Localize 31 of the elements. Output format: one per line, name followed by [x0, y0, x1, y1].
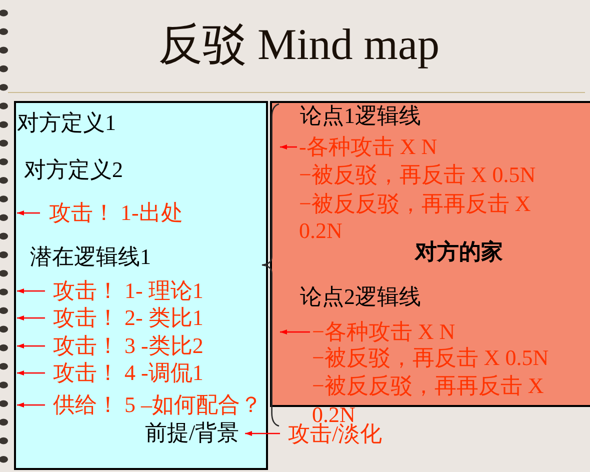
bullet-text: −各种攻击 X N — [312, 320, 456, 344]
arrow — [17, 288, 45, 294]
arrow — [245, 431, 280, 436]
item-text: 攻击！ 1-出处 — [49, 201, 183, 225]
curly-bracket — [261, 103, 279, 427]
item-text: 对方定义1 — [17, 111, 116, 135]
bullet-text: -各种攻击 X N — [299, 135, 438, 159]
item-text: 潜在逻辑线1 — [30, 245, 151, 269]
subheading: 论点2逻辑线 — [300, 285, 421, 309]
item-text: 供给！ 5 –如何配合？ — [53, 393, 262, 417]
subheading: 论点1逻辑线 — [300, 104, 421, 128]
arrow — [17, 402, 45, 408]
arrow — [280, 144, 297, 150]
bullet-text: −被反驳，再反击 X 0.5N — [299, 163, 536, 187]
arrow — [17, 316, 45, 320]
item-text: 攻击！ 3 -类比2 — [53, 334, 204, 358]
item-text: 前提/背景 — [145, 421, 240, 445]
arrow — [17, 344, 45, 348]
panel — [14, 101, 268, 470]
title: 反驳 Mind map — [158, 19, 440, 71]
arrow — [17, 370, 45, 376]
note-text: 攻击/淡化 — [288, 422, 382, 446]
item-text: 攻击！ 4 -调侃1 — [53, 361, 204, 385]
item-text: 对方定义2 — [24, 158, 123, 182]
panel-heading: 对方的家 — [415, 240, 503, 264]
item-text: 攻击！ 1- 理论1 — [53, 279, 204, 303]
arrow — [280, 330, 310, 334]
item-text: 攻击！ 2- 类比1 — [53, 306, 204, 330]
bullet-text: −被反驳，再反击 X 0.5N — [312, 346, 549, 370]
panel — [270, 101, 590, 407]
arrow — [17, 210, 40, 216]
